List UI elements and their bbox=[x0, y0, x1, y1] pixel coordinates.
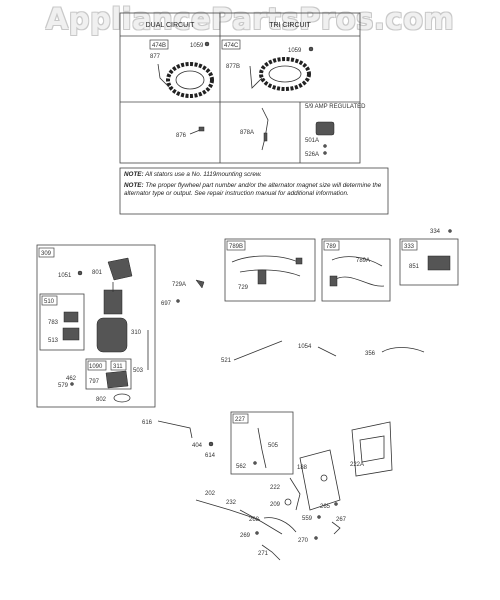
part-271[interactable]: 271 bbox=[258, 551, 269, 557]
stator-tri-circuit bbox=[249, 57, 311, 91]
part-877[interactable]: 877 bbox=[150, 54, 161, 60]
control-group-227: 227 505 562 bbox=[230, 411, 294, 475]
part-270[interactable]: 270 bbox=[298, 538, 309, 544]
part-1054[interactable]: 1054 bbox=[298, 344, 312, 350]
part-789[interactable]: 789 bbox=[326, 244, 337, 250]
part-789A[interactable]: 789A bbox=[356, 258, 370, 264]
part-851[interactable]: 851 bbox=[409, 264, 420, 270]
part-188[interactable]: 188 bbox=[297, 465, 308, 471]
part-697[interactable]: 697 bbox=[161, 301, 172, 307]
control-bracket bbox=[289, 449, 341, 511]
part-474B[interactable]: 474B bbox=[152, 43, 166, 49]
note-flywheel: NOTE: The proper flywheel part number an… bbox=[124, 182, 386, 198]
watermark-logo: AppliancePartsPros.com bbox=[45, 2, 455, 36]
note-2-text: The proper flywheel part number and/or t… bbox=[124, 182, 382, 197]
part-222[interactable]: 222 bbox=[270, 485, 281, 491]
part-802[interactable]: 802 bbox=[96, 397, 107, 403]
part-503[interactable]: 503 bbox=[133, 368, 144, 374]
starter-motor-group: 309 1051 801 510 783 513 310 1090 311 79… bbox=[36, 244, 156, 408]
alternator-table: DUAL CIRCUIT TRI CIRCUIT 474B 1059 877 4… bbox=[119, 12, 366, 164]
part-334[interactable]: 334 bbox=[430, 229, 441, 235]
stator-dual-circuit bbox=[157, 62, 214, 98]
part-202[interactable]: 202 bbox=[205, 491, 216, 497]
header-dual-circuit: DUAL CIRCUIT bbox=[146, 22, 195, 29]
part-510[interactable]: 510 bbox=[44, 299, 55, 305]
part-311[interactable]: 311 bbox=[113, 364, 123, 370]
part-876[interactable]: 876 bbox=[176, 133, 187, 139]
part-268[interactable]: 268 bbox=[249, 517, 260, 523]
part-309[interactable]: 309 bbox=[41, 251, 52, 257]
part-801[interactable]: 801 bbox=[92, 270, 103, 276]
part-267[interactable]: 267 bbox=[336, 517, 347, 523]
part-1059-b[interactable]: 1059 bbox=[288, 48, 302, 54]
part-333[interactable]: 333 bbox=[404, 244, 415, 250]
part-729[interactable]: 729 bbox=[238, 285, 249, 291]
part-227[interactable]: 227 bbox=[235, 417, 246, 423]
part-209[interactable]: 209 bbox=[270, 502, 281, 508]
part-1051[interactable]: 1051 bbox=[58, 273, 72, 279]
part-559[interactable]: 559 bbox=[302, 516, 313, 522]
part-404[interactable]: 404 bbox=[192, 443, 203, 449]
header-tri-circuit: TRI CIRCUIT bbox=[269, 22, 311, 29]
bracket-222A bbox=[351, 421, 393, 477]
part-265[interactable]: 265 bbox=[320, 504, 331, 510]
wire-harness-group-789B: 789B 729 bbox=[224, 238, 316, 302]
part-616[interactable]: 616 bbox=[142, 420, 153, 426]
part-310[interactable]: 310 bbox=[131, 330, 142, 336]
part-513[interactable]: 513 bbox=[48, 338, 59, 344]
part-474C[interactable]: 474C bbox=[224, 43, 239, 49]
part-878A[interactable]: 878A bbox=[240, 130, 254, 136]
part-789B[interactable]: 789B bbox=[229, 244, 243, 250]
part-1090[interactable]: 1090 bbox=[89, 364, 103, 370]
part-222A[interactable]: 222A bbox=[350, 462, 364, 468]
part-462[interactable]: 462 bbox=[66, 376, 77, 382]
part-269[interactable]: 269 bbox=[240, 533, 251, 539]
note-1-text: All stators use a No. 1119mounting screw… bbox=[145, 171, 262, 178]
notes-box bbox=[119, 167, 389, 215]
part-729A[interactable]: 729A bbox=[172, 282, 186, 288]
part-797[interactable]: 797 bbox=[89, 379, 100, 385]
regulator-label: 5/9 AMP REGULATED bbox=[305, 104, 366, 110]
part-579[interactable]: 579 bbox=[58, 383, 69, 389]
part-356[interactable]: 356 bbox=[365, 351, 376, 357]
part-783[interactable]: 783 bbox=[48, 320, 59, 326]
part-877B[interactable]: 877B bbox=[226, 64, 240, 70]
part-505[interactable]: 505 bbox=[268, 443, 279, 449]
part-521[interactable]: 521 bbox=[221, 358, 232, 364]
part-614[interactable]: 614 bbox=[205, 453, 216, 459]
part-562[interactable]: 562 bbox=[236, 464, 247, 470]
part-232[interactable]: 232 bbox=[226, 500, 237, 506]
part-526A[interactable]: 526A bbox=[305, 152, 319, 158]
rectifier-group-333: 333 851 334 bbox=[399, 229, 459, 286]
part-501A[interactable]: 501A bbox=[305, 138, 319, 144]
note-2-prefix: NOTE: bbox=[124, 182, 144, 189]
part-1059-a[interactable]: 1059 bbox=[190, 43, 204, 49]
note-1-prefix: NOTE: bbox=[124, 171, 144, 178]
note-stator-screw: NOTE: All stators use a No. 1119mounting… bbox=[124, 171, 386, 179]
wire-harness-group-789: 789 789A bbox=[321, 238, 391, 302]
